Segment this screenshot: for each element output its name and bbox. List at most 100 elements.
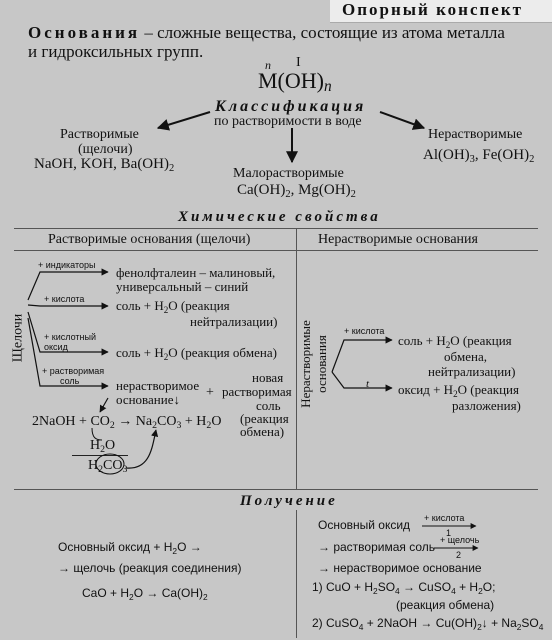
branch-4-b2: растворимая bbox=[222, 384, 292, 399]
definition-line-1: Основания – сложные вещества, состоящие … bbox=[28, 23, 505, 43]
right-branch-1-line-2: обмена, bbox=[444, 349, 487, 364]
ob-e2-p4: SO bbox=[521, 616, 539, 630]
eq1-part-5: O bbox=[211, 414, 222, 429]
col-right-header: Нерастворимые основания bbox=[318, 232, 478, 247]
branch-3-line: соль + H2O (реакция обмена) bbox=[116, 345, 277, 362]
branch-4-b5: обмена) bbox=[240, 424, 285, 439]
eq1-sub-3: 3 bbox=[176, 420, 182, 431]
alkali-branch-2 bbox=[27, 302, 109, 310]
ob-e1-p3: → CuSO bbox=[399, 580, 452, 594]
table-header-line bbox=[14, 250, 538, 251]
definition-term: Основания bbox=[28, 23, 141, 42]
branch-1-line-1: фенолфталеин – малиновый, bbox=[116, 265, 276, 280]
alkali-trunk bbox=[27, 268, 109, 301]
fraction-bottom: H2CO3 bbox=[88, 458, 127, 475]
formula-index: n bbox=[324, 78, 332, 95]
ob-e1-p2: SO bbox=[377, 580, 396, 594]
frac-top-h: H bbox=[90, 438, 101, 453]
branch-4-a2: основание↓ bbox=[116, 392, 180, 407]
right-branch-2-label: t bbox=[366, 378, 370, 390]
arrow-to-soluble bbox=[156, 111, 211, 131]
eq1-part-3: CO bbox=[157, 414, 177, 429]
b3-sub: 2 bbox=[163, 352, 169, 362]
insoluble-branch-1 bbox=[331, 336, 393, 373]
slightly-sub-2: 2 bbox=[350, 189, 356, 200]
b2-post: O (реакция bbox=[168, 298, 230, 313]
classification-subtitle: по растворимости в воде bbox=[214, 114, 362, 129]
frac-top-sub: 2 bbox=[100, 444, 106, 455]
slightly-sub-1: 2 bbox=[285, 189, 291, 200]
alkali-branch-3 bbox=[27, 311, 109, 356]
ob-e1-p5: O; bbox=[482, 580, 496, 594]
branch-3-label-1: + кислотный bbox=[44, 332, 96, 342]
alkali-branch-4 bbox=[27, 317, 109, 390]
right-branch-2-line-1: оксид + H2O (реакция bbox=[398, 382, 519, 399]
branch-2-line-1: соль + H2O (реакция bbox=[116, 298, 230, 315]
slightly-ex-2: , Mg(OH) bbox=[290, 182, 351, 198]
table-col-divider bbox=[296, 228, 297, 490]
valence-i: I bbox=[296, 55, 301, 70]
branch-4-a1: нерастворимое bbox=[116, 378, 200, 393]
obtaining-arrow-1-top: + кислота bbox=[424, 513, 465, 523]
ob-e2-p2: + 2NaOH → Cu(OH) bbox=[363, 616, 478, 630]
ob-eq-pre: CaO + H bbox=[82, 586, 130, 600]
ob-e1-p1: 1) CuO + H bbox=[312, 580, 374, 594]
right-branch-1-label: + кислота bbox=[344, 326, 385, 336]
ob-e1-s4: 2 bbox=[478, 586, 483, 596]
right-branch-2-line-2: разложения) bbox=[452, 398, 521, 413]
carbonic-to-na bbox=[125, 429, 159, 469]
arrow-to-insoluble bbox=[379, 111, 426, 130]
insoluble-sub-1: 3 bbox=[469, 154, 475, 165]
fraction-bar bbox=[72, 455, 128, 456]
branch-2-label: + кислота bbox=[44, 294, 85, 304]
b3-pre: соль + H bbox=[116, 345, 164, 360]
fraction-top: H2O bbox=[90, 438, 115, 455]
ob-e2-s3: 2 bbox=[516, 622, 522, 632]
obtaining-divider bbox=[296, 510, 297, 638]
branch-4-label-1: + растворимая bbox=[42, 366, 105, 376]
soluble-examples-text: NaOH, KOH, Ba(OH) bbox=[34, 156, 169, 172]
insoluble-sub-2: 2 bbox=[529, 154, 535, 165]
soluble-label: Растворимые bbox=[60, 127, 139, 142]
eq1-part-4: + H bbox=[181, 414, 207, 429]
r2-pre: оксид + H bbox=[398, 382, 454, 397]
obtaining-arrow-2-bot: 2 bbox=[456, 550, 462, 560]
obtaining-left-line-1: Основный оксид + H2O → bbox=[58, 540, 202, 556]
carbonic-circle bbox=[95, 453, 125, 475]
slightly-examples: Ca(OH)2, Mg(OH)2 bbox=[237, 182, 356, 200]
frac-top-o: O bbox=[105, 438, 116, 453]
obtaining-right-line-1: Основный оксид bbox=[318, 518, 411, 532]
obtaining-left-equation: CaO + H2O → Ca(OH)2 bbox=[82, 586, 208, 602]
branch-4-plus: + bbox=[206, 385, 214, 400]
insoluble-ex-2: , Fe(OH) bbox=[474, 147, 530, 163]
eq1-sub-1: 2 bbox=[109, 420, 115, 431]
formula-main: M(OH) bbox=[258, 68, 324, 93]
obtaining-arrow-1-bot: 1 bbox=[446, 528, 452, 538]
ob-l1-pre: Основный оксид + H bbox=[58, 540, 173, 554]
b2-sub: 2 bbox=[163, 305, 169, 315]
b2-pre: соль + H bbox=[116, 298, 164, 313]
slightly-ex-1: Ca(OH) bbox=[237, 182, 286, 198]
obtaining-eq-1: 1) CuO + H2SO4 → CuSO4 + H2O; bbox=[312, 580, 495, 596]
r2-sub: 2 bbox=[453, 389, 458, 399]
eq1-part-2: → Na bbox=[114, 414, 153, 429]
frac-bot-h: H bbox=[88, 458, 99, 473]
ob-eq-mid: O → Ca(OH) bbox=[133, 586, 204, 600]
soluble-examples-sub: 2 bbox=[168, 163, 175, 174]
eq1-part-1: 2NaOH + CO bbox=[32, 414, 110, 429]
insoluble-examples: Al(OH)3, Fe(OH)2 bbox=[423, 147, 534, 165]
obtaining-right-line-2: → растворимая соль bbox=[318, 540, 436, 554]
insoluble-ex-1: Al(OH) bbox=[423, 147, 470, 163]
ob-eq-sub: 2 bbox=[129, 592, 134, 602]
valence-n: n bbox=[265, 58, 271, 72]
ob-e2-p3: ↓ + Na bbox=[481, 616, 517, 630]
eq1-sub-4: 2 bbox=[206, 420, 212, 431]
ob-e1-p4: + H bbox=[455, 580, 479, 594]
frac-bot-sub2: 3 bbox=[122, 464, 128, 475]
definition-rest: – сложные вещества, состоящие из атома м… bbox=[140, 23, 505, 42]
ob-l1-sub: 2 bbox=[172, 546, 178, 556]
insoluble-label: Нерастворимые bbox=[428, 127, 523, 142]
branch-4-b1: новая bbox=[252, 370, 284, 385]
obtaining-left-line-2: → щелочь (реакция соединения) bbox=[58, 561, 242, 575]
